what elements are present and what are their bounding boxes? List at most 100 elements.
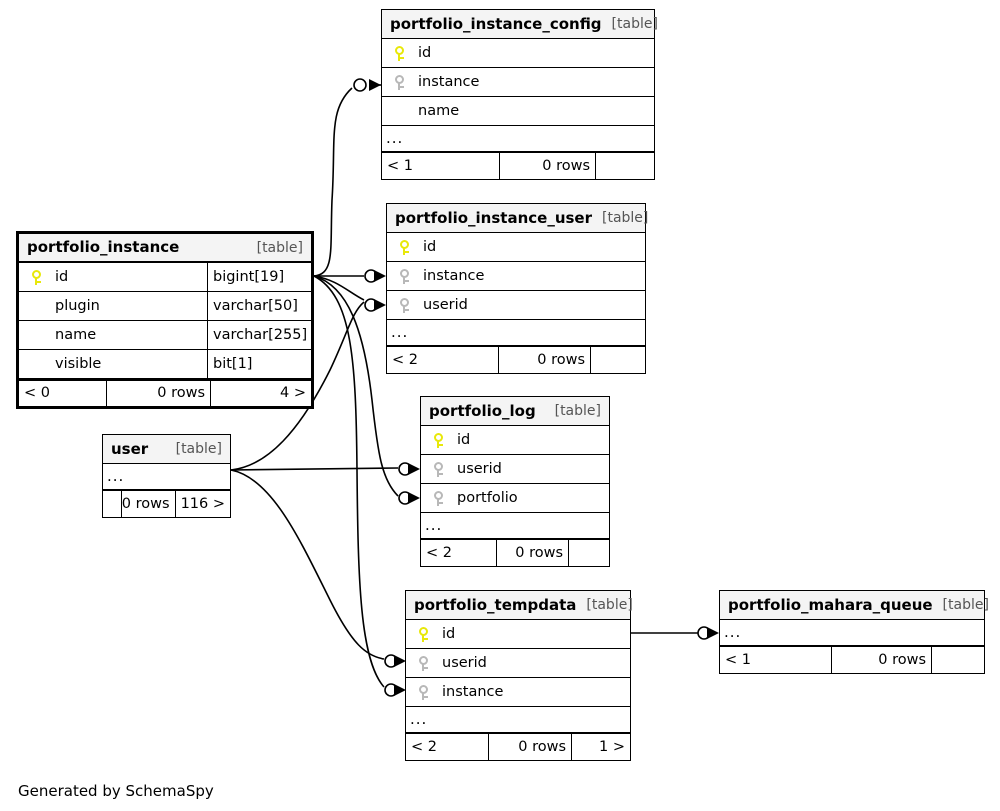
footer-children: 1 > (599, 738, 625, 755)
table-tag: [table] (586, 597, 633, 613)
column-row[interactable]: plugin varchar[50] (19, 292, 311, 321)
column-row[interactable]: userid (421, 455, 609, 484)
more-columns-indicator: ... (387, 320, 645, 346)
table-tag: [table] (611, 16, 658, 32)
table-user[interactable]: user [table] ... 0 rows 116 > (102, 434, 231, 518)
column-name: id (442, 626, 456, 642)
column-name: instance (418, 74, 480, 90)
footer-parents (103, 491, 122, 517)
table-footer: < 1 0 rows (720, 646, 984, 673)
table-header: portfolio_instance_user [table] (387, 204, 649, 233)
key-icon-primary (393, 239, 415, 255)
table-name: portfolio_tempdata (414, 595, 577, 614)
table-portfolio_log[interactable]: portfolio_log [table] id userid (420, 396, 610, 567)
generated-by-note: Generated by SchemaSpy (18, 782, 214, 800)
table-portfolio_tempdata[interactable]: portfolio_tempdata [table] id userid (405, 590, 633, 761)
key-icon-foreign (412, 684, 434, 700)
column-name: name (418, 103, 460, 119)
column-name: id (457, 432, 471, 448)
key-icon-foreign (388, 74, 410, 90)
table-footer: < 2 0 rows 1 > (406, 733, 630, 760)
table-name: portfolio_instance_user (395, 208, 592, 227)
key-icon-foreign (393, 297, 415, 313)
column-name: id (418, 45, 432, 61)
column-name: name (55, 327, 97, 343)
footer-children: 116 > (180, 495, 225, 512)
column-row[interactable]: userid (406, 649, 630, 678)
footer-parents: < 2 (421, 540, 497, 566)
footer-children (596, 153, 654, 179)
column-row[interactable]: instance (406, 678, 630, 707)
table-portfolio_mahara_queue[interactable]: portfolio_mahara_queue [table] ... < 1 0… (719, 590, 989, 674)
table-header: portfolio_mahara_queue [table] (720, 591, 989, 620)
table-footer: 0 rows 116 > (103, 490, 230, 517)
footer-children (569, 540, 609, 566)
footer-parents: < 2 (406, 734, 489, 760)
column-row[interactable]: id bigint[19] (19, 263, 311, 292)
column-row[interactable]: userid (387, 291, 645, 320)
column-type: varchar[255] (207, 321, 311, 349)
key-icon-foreign (393, 268, 415, 284)
more-columns-indicator: ... (103, 464, 230, 490)
table-tag: [table] (942, 597, 989, 613)
key-icon-foreign (427, 490, 449, 506)
footer-parents: < 0 (19, 381, 107, 406)
column-name: id (55, 269, 69, 285)
more-columns-indicator: ... (406, 707, 630, 733)
column-row[interactable]: id (406, 620, 630, 649)
footer-parents: < 1 (720, 647, 832, 673)
footer-children: 4 > (280, 385, 306, 402)
column-row[interactable]: name (382, 97, 654, 126)
table-portfolio_instance[interactable]: portfolio_instance [table] id bigint[19]… (16, 231, 314, 409)
table-header: portfolio_tempdata [table] (406, 591, 633, 620)
table-name: portfolio_instance_config (390, 14, 602, 33)
more-columns-indicator: ... (382, 126, 654, 152)
column-name: userid (442, 655, 487, 671)
table-tag: [table] (256, 239, 303, 256)
column-name: visible (55, 356, 102, 372)
footer-rows: 0 rows (122, 491, 176, 517)
column-row[interactable]: instance (387, 262, 645, 291)
table-portfolio_instance_config[interactable]: portfolio_instance_config [table] id ins… (381, 9, 658, 180)
table-name: portfolio_log (429, 401, 536, 420)
key-icon-foreign (412, 655, 434, 671)
table-header: portfolio_instance_config [table] (382, 10, 658, 39)
table-footer: < 0 0 rows 4 > (19, 379, 311, 406)
table-name: portfolio_mahara_queue (728, 595, 933, 614)
column-row[interactable]: instance (382, 68, 654, 97)
table-header: user [table] (103, 435, 230, 464)
key-icon-foreign (427, 461, 449, 477)
column-row[interactable]: name varchar[255] (19, 321, 311, 350)
table-header: portfolio_instance [table] (19, 234, 311, 263)
table-name: user (111, 439, 149, 458)
table-header: portfolio_log [table] (421, 397, 609, 426)
footer-rows: 0 rows (107, 381, 211, 406)
footer-parents: < 1 (382, 153, 500, 179)
more-columns-indicator: ... (421, 513, 609, 539)
table-tag: [table] (175, 441, 222, 457)
column-name: portfolio (457, 490, 518, 506)
key-icon-primary (25, 269, 47, 285)
footer-rows: 0 rows (500, 153, 596, 179)
column-name: instance (423, 268, 485, 284)
table-portfolio_instance_user[interactable]: portfolio_instance_user [table] id insta… (386, 203, 649, 374)
footer-rows: 0 rows (497, 540, 569, 566)
column-row[interactable]: portfolio (421, 484, 609, 513)
table-name: portfolio_instance (27, 238, 180, 256)
key-icon-primary (412, 626, 434, 642)
table-tag: [table] (554, 403, 601, 419)
column-row[interactable]: id (387, 233, 645, 262)
column-row[interactable]: id (421, 426, 609, 455)
table-tag: [table] (602, 210, 649, 226)
column-type: varchar[50] (207, 292, 311, 320)
column-type: bigint[19] (207, 263, 311, 291)
footer-children (932, 647, 984, 673)
column-row[interactable]: visible bit[1] (19, 350, 311, 379)
column-row[interactable]: id (382, 39, 654, 68)
footer-rows: 0 rows (499, 347, 591, 373)
footer-rows: 0 rows (489, 734, 572, 760)
column-name: plugin (55, 298, 100, 314)
footer-parents: < 2 (387, 347, 499, 373)
column-type: bit[1] (207, 350, 311, 378)
